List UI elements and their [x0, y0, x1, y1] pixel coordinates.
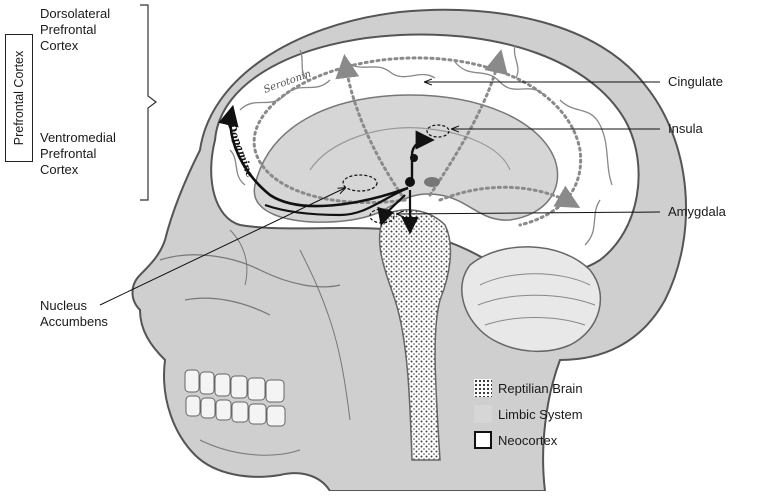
neocortex-swatch: [474, 431, 492, 449]
amygdala-label: Amygdala: [668, 204, 726, 220]
nucleus-accumbens-label: Nucleus Accumbens: [40, 298, 108, 330]
legend-label: Neocortex: [498, 433, 557, 448]
insula-label: Insula: [668, 121, 703, 137]
reptilian-swatch: [474, 379, 492, 397]
insula-node: [410, 154, 418, 162]
raphe-nucleus: [424, 177, 440, 187]
cingulate-label: Cingulate: [668, 74, 723, 90]
limbic-swatch: [474, 405, 492, 423]
ventromedial-label: Ventromedial Prefrontal Cortex: [40, 130, 116, 178]
vta-node: [405, 177, 415, 187]
legend-label: Limbic System: [498, 407, 583, 422]
prefrontal-bracket: [140, 5, 156, 200]
legend-item-limbic: Limbic System: [474, 404, 624, 424]
legend-item-neocortex: Neocortex: [474, 430, 624, 450]
legend-item-reptilian: Reptilian Brain: [474, 378, 624, 398]
legend: Reptilian Brain Limbic System Neocortex: [474, 378, 624, 456]
prefrontal-cortex-label: Prefrontal Cortex: [12, 51, 26, 145]
dorsolateral-label: Dorsolateral Prefrontal Cortex: [40, 6, 110, 54]
legend-label: Reptilian Brain: [498, 381, 583, 396]
prefrontal-cortex-box: Prefrontal Cortex: [5, 34, 33, 162]
